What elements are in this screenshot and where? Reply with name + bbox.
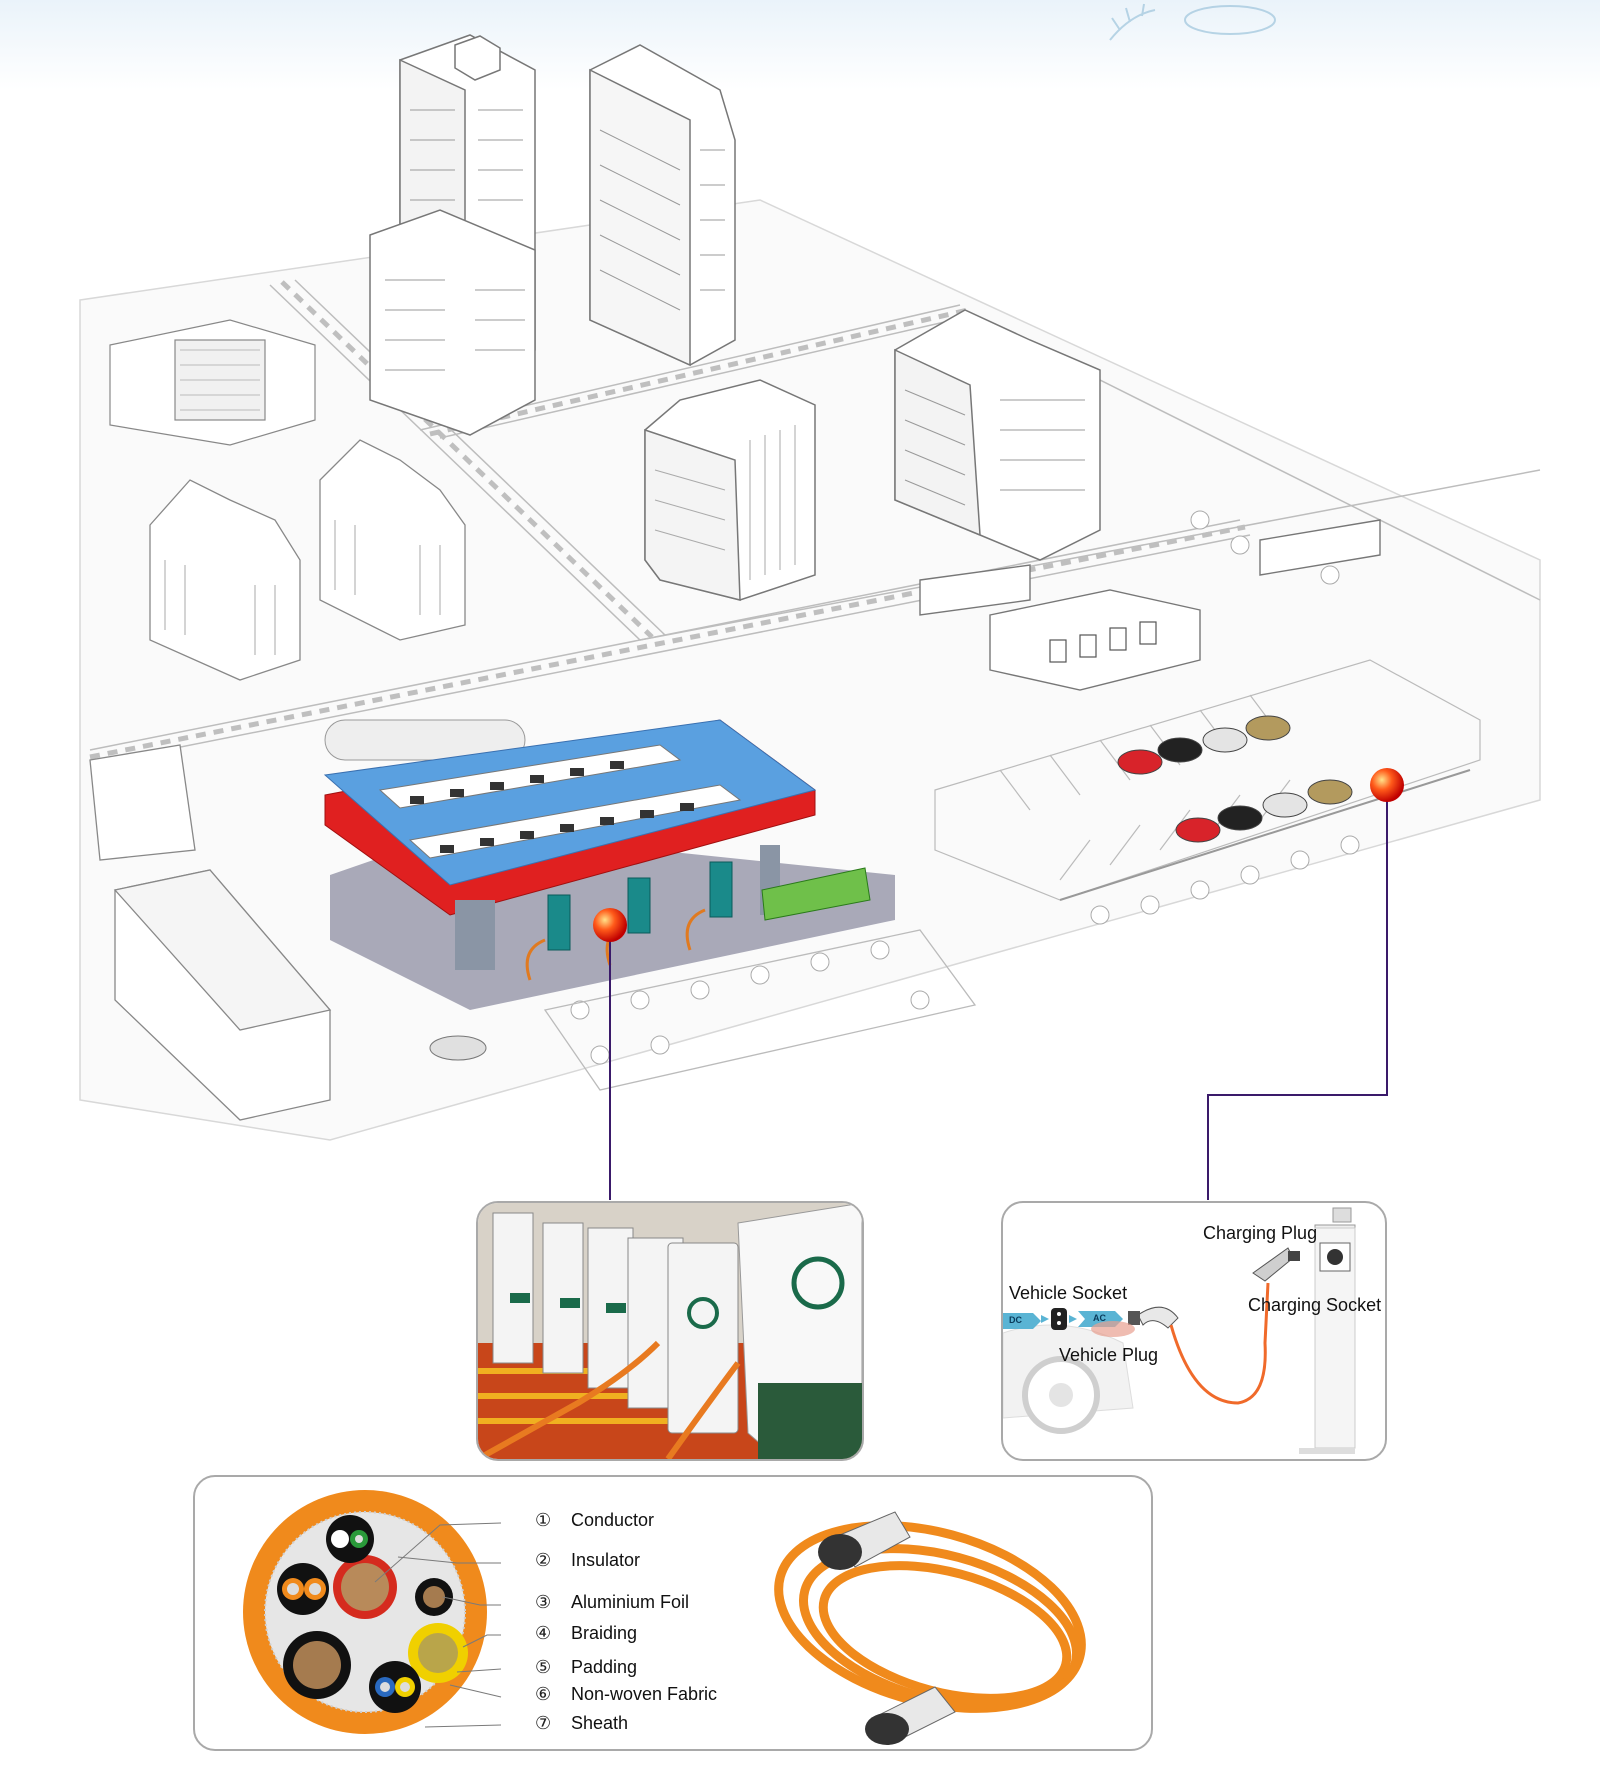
ev-connection-panel: Charging Plug Vehicle Socket Charging So… <box>1001 1201 1387 1461</box>
apartment-right <box>894 309 1101 561</box>
legend-num: ② <box>535 1550 552 1570</box>
connector-lines <box>609 790 1388 1200</box>
trees <box>570 510 1360 1065</box>
marker-charging-station[interactable] <box>593 908 627 942</box>
office-tower-left <box>369 34 536 436</box>
legend-label: Insulator <box>571 1550 641 1570</box>
charging-cable <box>1169 1282 1270 1405</box>
parked-cars <box>1117 715 1353 843</box>
legend-num: ③ <box>535 1592 552 1612</box>
ac-tag: AC <box>1093 1313 1106 1323</box>
small-buildings <box>919 519 1381 691</box>
charging-pile-photo <box>476 1201 864 1461</box>
marker-parking-lot[interactable] <box>1370 768 1404 802</box>
office-tower-right <box>589 44 736 367</box>
socket-connector-icon <box>865 1686 956 1745</box>
vehicle-socket-label: Vehicle Socket <box>1009 1283 1128 1303</box>
city-illustration <box>0 0 1600 1200</box>
charging-socket-icon <box>1327 1249 1343 1265</box>
decor-leaf-icon <box>1109 3 1276 41</box>
park-strip <box>543 929 977 1091</box>
sedan <box>429 1035 487 1061</box>
warehouse-left <box>89 744 332 1121</box>
legend-label: Conductor <box>571 1510 655 1530</box>
vehicle-plug-icon <box>1128 1306 1179 1329</box>
cable-structure-panel: ① Conductor ② Insulator ③ Aluminium Foil… <box>193 1475 1153 1751</box>
legend-label: Braiding <box>571 1623 638 1643</box>
dc-tag: DC <box>1009 1315 1022 1325</box>
legend-num: ④ <box>535 1623 552 1643</box>
legend-num: ⑤ <box>535 1657 552 1677</box>
vehicle-socket-icon <box>1051 1308 1067 1330</box>
charging-pile-image <box>478 1203 862 1459</box>
sky-tint <box>0 0 1600 90</box>
road-dashes <box>89 280 1246 760</box>
vehicle-plug-label: Vehicle Plug <box>1059 1345 1159 1365</box>
legend-label: Sheath <box>571 1713 629 1733</box>
legend-num: ⑥ <box>535 1684 552 1704</box>
legend-label: Padding <box>571 1657 638 1677</box>
legend-num: ⑦ <box>535 1713 552 1733</box>
charging-socket-label: Charging Socket <box>1248 1295 1382 1315</box>
villas <box>149 439 466 681</box>
charging-plug-label: Charging Plug <box>1203 1223 1318 1243</box>
ev-connection-image <box>1003 1207 1356 1454</box>
legend-num: ① <box>535 1510 552 1530</box>
leader-lines <box>374 1522 502 1728</box>
legend-label: Aluminium Foil <box>571 1592 690 1612</box>
legend-label: Non-woven Fabric <box>571 1684 718 1704</box>
mid-office <box>644 379 816 601</box>
charging-plug-icon <box>1252 1247 1300 1282</box>
hotel-left <box>109 319 316 446</box>
cable-cross-section-image <box>243 1490 1086 1745</box>
plug-connector-icon <box>818 1511 911 1570</box>
